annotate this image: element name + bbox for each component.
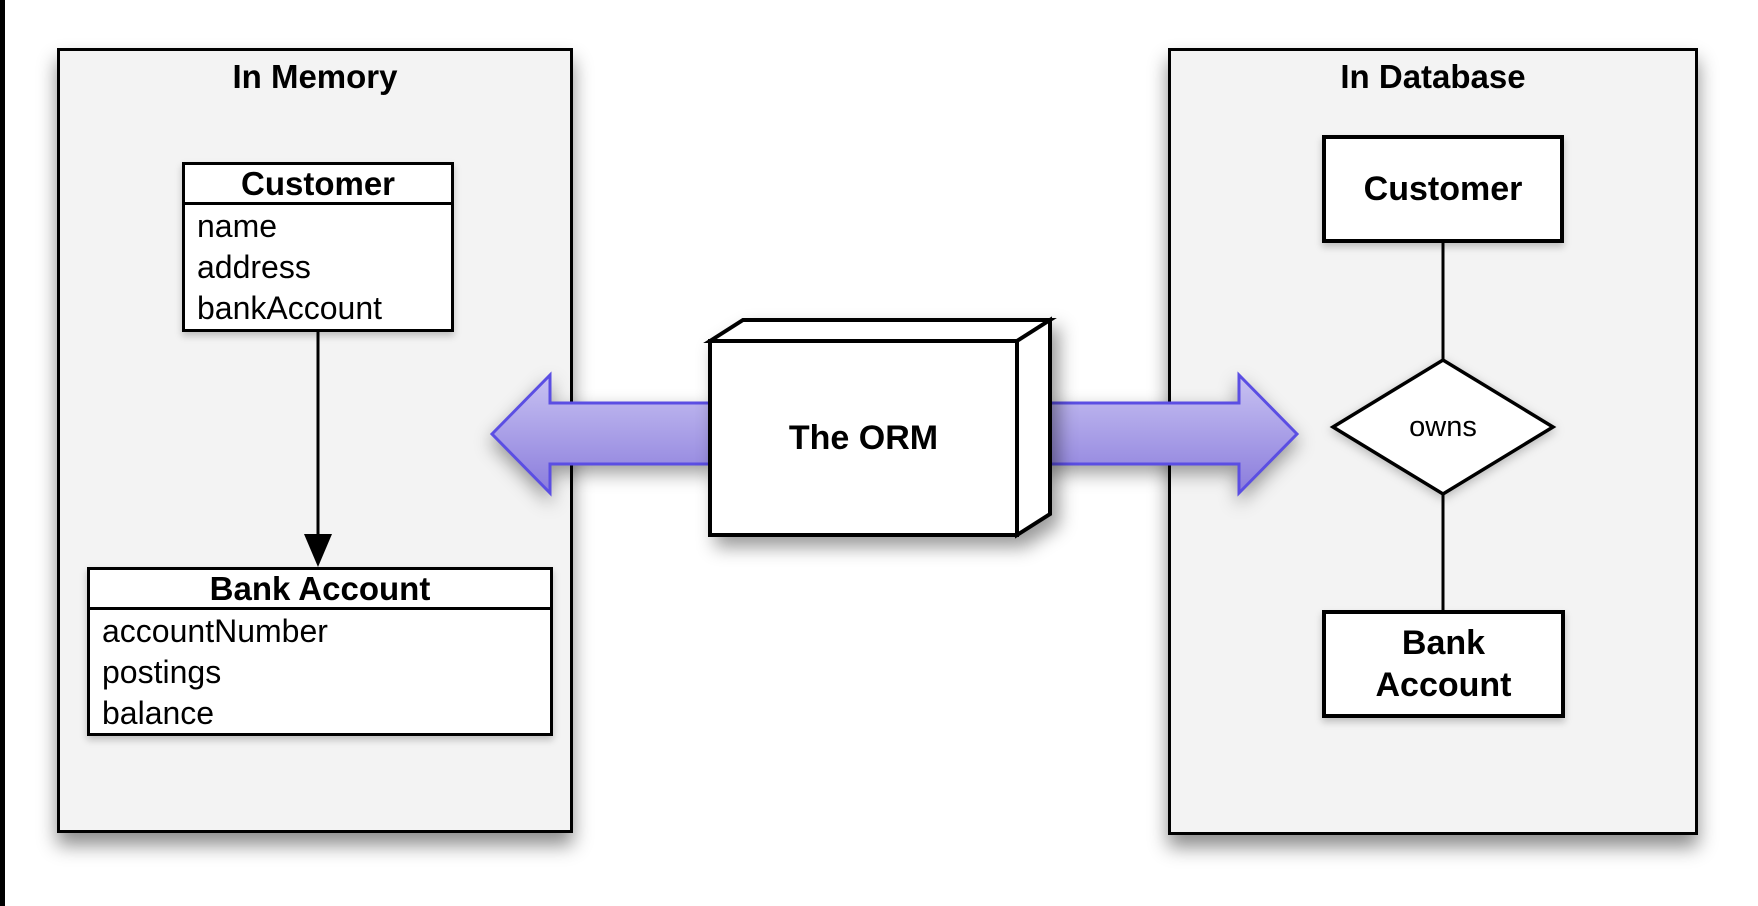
customer-class-title: Customer [185, 165, 451, 205]
in-memory-panel-title: In Memory [232, 58, 398, 95]
orm-box-right-face [1015, 316, 1052, 539]
customer-entity-label: Customer [1363, 170, 1523, 208]
class-field: address [197, 249, 311, 285]
class-field: accountNumber [102, 613, 328, 649]
bank-account-class-fields: accountNumber postings balance [90, 610, 550, 734]
customer-class-box: Customer name address bankAccount [182, 162, 454, 332]
class-field: name [197, 208, 278, 244]
owns-relationship-label: owns [1409, 410, 1477, 443]
orm-box-label: The ORM [788, 418, 939, 457]
customer-class-fields: name address bankAccount [185, 205, 451, 329]
class-field: postings [102, 654, 222, 690]
bank-account-class-box: Bank Account accountNumber postings bala… [87, 567, 553, 736]
class-field: balance [102, 695, 215, 731]
in-database-panel-title: In Database [1340, 58, 1526, 95]
class-field: bankAccount [197, 290, 383, 326]
bank-account-class-title: Bank Account [90, 570, 550, 610]
orm-box-top-face [703, 318, 1057, 343]
bank-account-entity-label: Bank Account [1375, 624, 1512, 704]
bank-account-entity-box: Bank Account [1322, 610, 1565, 718]
screen-edge-bar [0, 0, 5, 906]
customer-entity-box: Customer [1322, 135, 1564, 243]
